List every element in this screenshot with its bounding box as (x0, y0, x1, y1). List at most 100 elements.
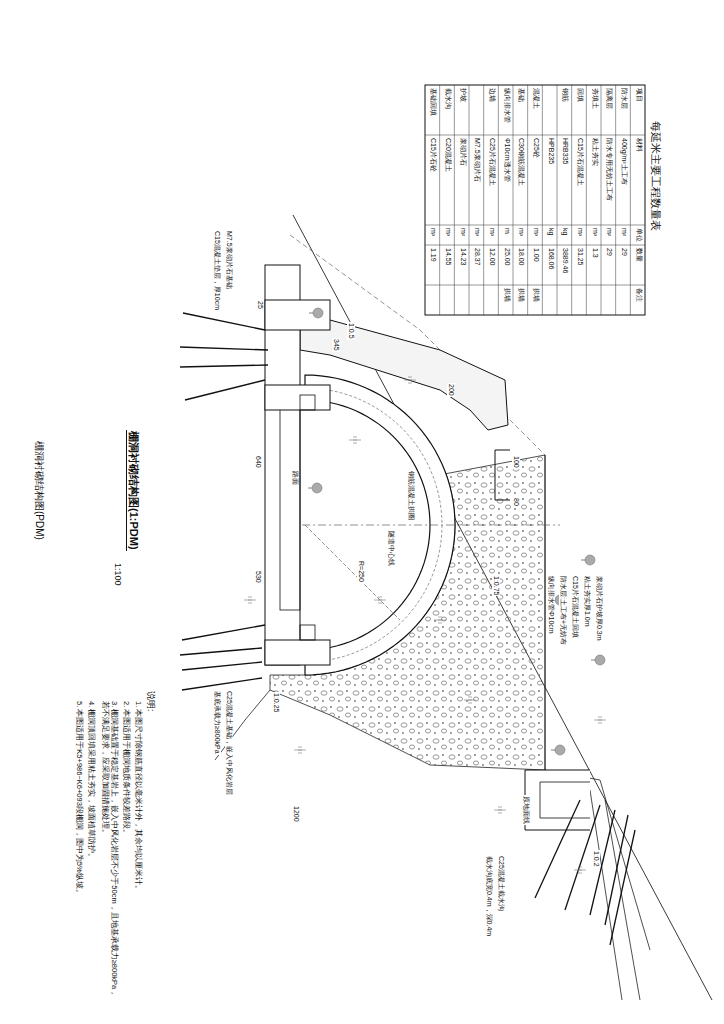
table-cell: 31.25 (575, 247, 583, 267)
grass-symbol (298, 750, 302, 751)
grass-symbol (574, 870, 586, 871)
dimension-label: 1:0.5 (347, 322, 355, 340)
table-cell: 拱墙 (502, 287, 510, 303)
table-cell: 截水沟 (443, 87, 451, 110)
table-col-line (425, 135, 645, 136)
dimension-label: 1:0.75 (492, 575, 500, 596)
table-cell: m³ (487, 227, 495, 237)
grass-symbol (353, 440, 357, 441)
dimension-label: 640 (254, 455, 262, 469)
grass-symbol (498, 810, 502, 811)
footing (265, 300, 330, 330)
table-cell: 168.06 (546, 247, 554, 270)
callout-label: C15混凝土垫层，厚10cm (213, 230, 221, 311)
table-col-line (425, 285, 645, 286)
table-cell: 材料 (634, 137, 642, 153)
table-cell: HPB235 (546, 137, 554, 165)
table-cell: M7.5浆砌片石 (473, 137, 481, 183)
table-cell: 18.00 (517, 247, 525, 267)
ground-line (290, 235, 545, 455)
callout-label: R=250 (357, 560, 365, 583)
leader-line (182, 662, 262, 670)
table-cell: 项目 (634, 87, 642, 103)
leader-line (180, 347, 268, 350)
grass-symbol (438, 620, 442, 621)
grass-symbol (438, 623, 442, 624)
note-text: 3. 棚洞基础置于稳定基岩上，嵌入中风化岩层不少于50cm，且地基承载力≥800… (101, 700, 119, 1002)
table-cell: C25砼 (531, 137, 539, 159)
callout-label: 路面 (291, 470, 299, 486)
leader-line (610, 830, 635, 945)
leader-line (590, 810, 615, 915)
callout-label: 隧道中心线 (387, 530, 395, 567)
grass-symbol (294, 750, 306, 751)
tree-symbol (585, 555, 595, 565)
grass-symbol (434, 620, 446, 621)
note-text: 5. 本图适用于K5+986~K6+093段棚洞，图中为5%纵坡。 (75, 700, 84, 1002)
grass-symbol (353, 443, 357, 444)
callout-label: 纵向排水管Φ10cm (547, 575, 555, 635)
tree-trunk (551, 750, 555, 751)
grass-symbol (468, 703, 472, 704)
dimension-label: 200 (447, 383, 455, 397)
dimension-label: 530 (254, 570, 262, 584)
callout-label: 钢筋混凝土拱圈 (407, 470, 415, 521)
table-row-line (571, 85, 572, 315)
table-cell: 粘土夯实 (590, 137, 598, 167)
table-row-line (454, 85, 455, 315)
table-cell: 混凝土 (531, 87, 539, 110)
dimension-label: 25 (256, 300, 264, 310)
table-frame (425, 85, 645, 315)
pillar-block (300, 395, 315, 410)
tree-trunk (591, 660, 595, 661)
grass-symbol (598, 723, 602, 724)
tree-symbol (312, 483, 322, 493)
pillar-block (300, 625, 315, 640)
grass-symbol (244, 600, 256, 601)
callout-label: 基底承载力≥800kPa (213, 690, 221, 755)
table-row-line (557, 85, 558, 315)
table-row-line (527, 85, 528, 315)
center-line (270, 525, 560, 526)
grass-symbol (374, 600, 386, 601)
grass-symbol (248, 603, 252, 604)
table-cell: m³ (590, 227, 598, 237)
table-cell: m³ (575, 227, 583, 237)
table-cell: 1.00 (531, 247, 539, 263)
leader-line (180, 648, 262, 655)
top-drain-ditch (495, 450, 510, 500)
table-row-line (586, 85, 587, 315)
table-cell: kg (546, 227, 554, 236)
dimension-label: 100 (512, 455, 520, 469)
road-surface (280, 405, 300, 610)
callout-label: C25混凝土基础，嵌入中风化岩层 (225, 690, 233, 796)
radius-line (305, 525, 400, 620)
callout-label: 浆砌片石护坡厚0.3m (595, 575, 603, 642)
table-cell: 边墙 (487, 87, 495, 103)
grass-symbol (468, 700, 472, 701)
shed-hood (300, 300, 508, 430)
intercept-ditch-inner (540, 782, 590, 818)
grass-symbol (464, 700, 476, 701)
table-row-line (542, 85, 543, 315)
table-cell: 25.00 (502, 247, 510, 267)
table-cell: 单位 (634, 227, 642, 243)
table-cell: 回填 (575, 87, 583, 103)
dimension-label: 1:0.2 (592, 850, 600, 868)
grass-symbol (578, 870, 582, 871)
grass-symbol (404, 380, 416, 381)
tree-trunk (581, 560, 585, 561)
table-cell: HRB335 (561, 137, 569, 165)
grass-symbol (248, 597, 252, 598)
tree-trunk (309, 313, 313, 314)
table-cell: m (502, 227, 510, 235)
dimension-label: 345 (332, 338, 340, 352)
leader-line (185, 380, 265, 400)
table-cell: C30钢筋混凝土 (517, 137, 525, 187)
table-cell: 14.55 (443, 247, 451, 267)
table-row-line (498, 85, 499, 315)
footing (265, 385, 330, 410)
leader-line (180, 365, 268, 367)
table-cell: 1.19 (429, 247, 437, 263)
table-cell: C15片石混凝土 (575, 137, 583, 187)
